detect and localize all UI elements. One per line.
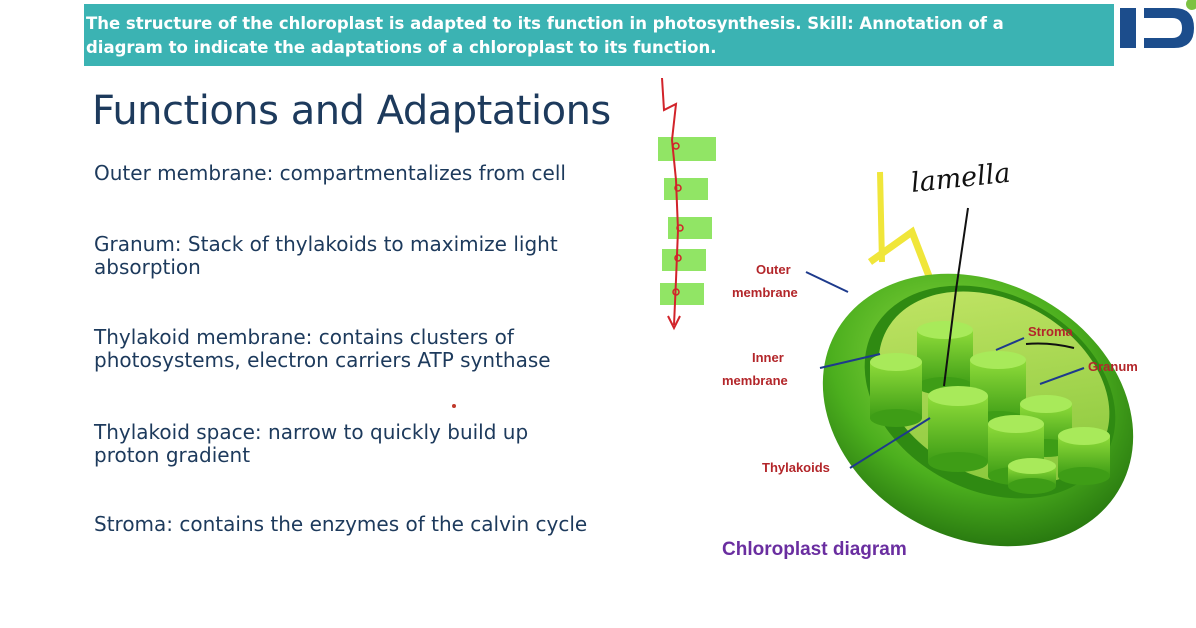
logo-icon xyxy=(1116,0,1196,72)
label-thylakoids: Thylakoids xyxy=(762,460,830,475)
label-outer-membrane-2: membrane xyxy=(732,285,798,300)
item-line: absorption xyxy=(94,255,201,279)
item-line: Outer membrane: compartmentalizes from c… xyxy=(94,161,566,185)
item-granum: Granum: Stack of thylakoids to maximize … xyxy=(94,233,664,279)
label-stroma: Stroma xyxy=(1028,324,1074,339)
slide-title: Functions and Adaptations xyxy=(92,88,611,134)
label-inner-membrane-2: membrane xyxy=(722,373,788,388)
item-line: photosystems, electron carriers ATP synt… xyxy=(94,348,551,372)
item-line: Granum: Stack of thylakoids to maximize … xyxy=(94,232,558,256)
item-thylakoid-space: Thylakoid space: narrow to quickly build… xyxy=(94,421,664,467)
label-outer-membrane-1: Outer xyxy=(756,262,791,277)
diagram-caption: Chloroplast diagram xyxy=(722,539,907,560)
header-banner: The structure of the chloroplast is adap… xyxy=(84,4,1114,66)
item-line: proton gradient xyxy=(94,443,251,467)
item-line: Stroma: contains the enzymes of the calv… xyxy=(94,512,588,536)
label-granum: Granum xyxy=(1088,359,1138,374)
banner-line-1: The structure of the chloroplast is adap… xyxy=(86,14,1004,33)
label-inner-membrane-1: Inner xyxy=(752,350,784,365)
banner-text: The structure of the chloroplast is adap… xyxy=(86,12,1096,60)
grana-stacks xyxy=(870,321,1110,494)
item-line: Thylakoid membrane: contains clusters of xyxy=(94,325,514,349)
item-line: Thylakoid space: narrow to quickly build… xyxy=(94,420,529,444)
item-stroma: Stroma: contains the enzymes of the calv… xyxy=(94,513,664,536)
yellow-highlight xyxy=(867,171,936,286)
leader-lines xyxy=(805,271,1085,469)
item-thylakoid-membrane: Thylakoid membrane: contains clusters of… xyxy=(94,326,664,372)
banner-line-2: diagram to indicate the adaptations of a… xyxy=(86,38,717,57)
handwritten-lamella: lamella xyxy=(909,158,1011,199)
lamella-pointer xyxy=(943,207,969,387)
stroma-underline xyxy=(1025,342,1075,349)
item-outer-membrane: Outer membrane: compartmentalizes from c… xyxy=(94,162,664,185)
hand-drawn-granum xyxy=(658,77,716,331)
pen-dot xyxy=(452,404,456,408)
